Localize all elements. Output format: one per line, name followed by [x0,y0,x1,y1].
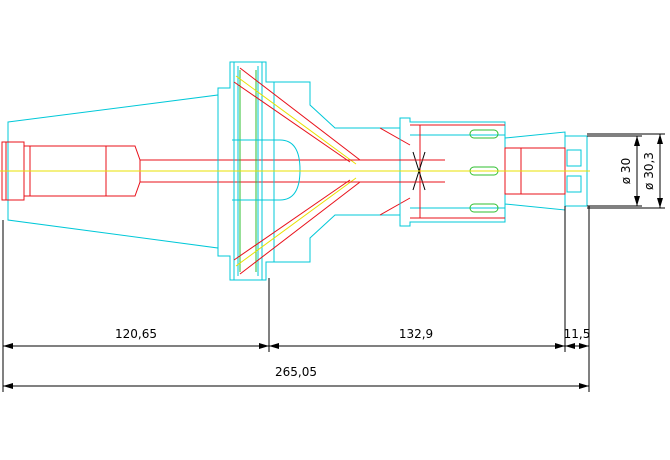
arrow-icon [565,343,575,349]
arrow-icon [657,198,663,208]
arrow-icon [3,343,13,349]
channel-branch [379,127,411,146]
coolant-channel-lower [239,181,361,275]
arrow-icon [634,196,640,206]
dim-label-diameter-inner: ø 30 [619,158,633,184]
dim-label-total: 265,05 [275,365,317,379]
arrow-icon [579,343,589,349]
dimensions: 120,65 132,9 11,5 265,05 ø 30 ø 30,3 [2,133,665,392]
tip-slot [566,175,582,193]
coolant-channel-lower [233,179,351,261]
coolant-channel-upper [233,81,351,163]
channel-branch [379,197,411,216]
channel-center-lower [235,177,357,267]
collet-nut [300,117,506,227]
arrow-icon [579,383,589,389]
arrow-icon [259,343,269,349]
tip-slot [566,149,582,167]
holder-body [233,67,411,275]
dim-label-diameter-outer: ø 30,3 [642,152,656,190]
flange-pocket [232,139,301,201]
slot [469,129,499,139]
dim-label-holder: 132,9 [399,327,433,341]
arrow-icon [555,343,565,349]
dim-label-taper: 120,65 [115,327,157,341]
channel-center-upper [235,75,357,165]
nut-outline [399,117,506,227]
coolant-channel-upper [239,67,361,161]
dim-label-tail: 11,5 [564,327,591,341]
arrow-icon [269,343,279,349]
arrow-icon [3,383,13,389]
arrow-icon [634,136,640,146]
slot [469,203,499,213]
arrow-icon [657,134,663,144]
